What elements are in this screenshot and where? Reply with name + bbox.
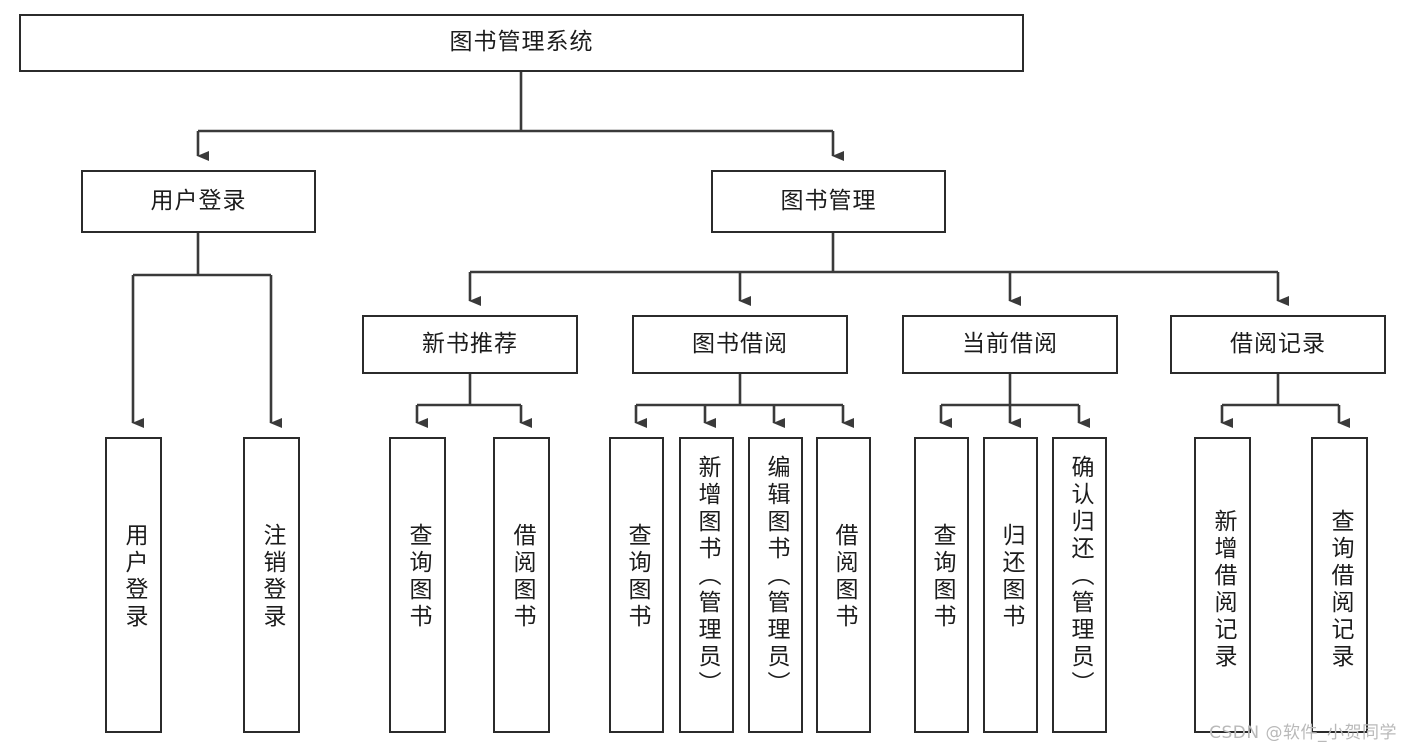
node-leaf-borrow-book-2[interactable]: 借阅图书 (816, 437, 871, 733)
node-borrow-record-label: 借阅记录 (1230, 330, 1326, 357)
node-leaf-borrow-book-1[interactable]: 借阅图书 (493, 437, 550, 733)
node-user-login[interactable]: 用户登录 (81, 170, 316, 233)
node-leaf-query-borrow-record[interactable]: 查询借阅记录 (1311, 437, 1368, 733)
node-book-borrow-label: 图书借阅 (692, 330, 788, 357)
node-book-management[interactable]: 图书管理 (711, 170, 946, 233)
node-leaf-query-book-1-label: 查询图书 (405, 523, 431, 631)
node-leaf-add-borrow-record[interactable]: 新增借阅记录 (1194, 437, 1251, 733)
node-leaf-borrow-book-1-label: 借阅图书 (509, 523, 535, 631)
node-leaf-query-book-3-label: 查询图书 (929, 523, 955, 631)
node-leaf-query-book-2-label: 查询图书 (624, 523, 650, 631)
csdn-watermark: CSDN @软件_小贺同学 (1209, 723, 1397, 743)
node-new-book-recommend[interactable]: 新书推荐 (362, 315, 578, 374)
node-leaf-add-book-admin[interactable]: 新增图书（管理员） (679, 437, 734, 733)
node-leaf-return-book[interactable]: 归还图书 (983, 437, 1038, 733)
node-leaf-logout-login-label: 注销登录 (259, 523, 285, 631)
node-leaf-logout-login[interactable]: 注销登录 (243, 437, 300, 733)
node-leaf-query-book-1[interactable]: 查询图书 (389, 437, 446, 733)
node-leaf-query-book-3[interactable]: 查询图书 (914, 437, 969, 733)
node-new-book-recommend-label: 新书推荐 (422, 330, 518, 357)
node-user-login-label: 用户登录 (150, 187, 247, 214)
node-leaf-confirm-return-admin[interactable]: 确认归还（管理员） (1052, 437, 1107, 733)
node-root-label: 图书管理系统 (449, 29, 594, 56)
node-book-borrow[interactable]: 图书借阅 (632, 315, 848, 374)
node-leaf-user-login[interactable]: 用户登录 (105, 437, 162, 733)
node-leaf-confirm-return-admin-label: 确认归还（管理员） (1067, 455, 1093, 698)
node-leaf-return-book-label: 归还图书 (998, 523, 1024, 631)
node-leaf-query-book-2[interactable]: 查询图书 (609, 437, 664, 733)
node-leaf-query-borrow-record-label: 查询借阅记录 (1327, 509, 1353, 671)
node-leaf-edit-book-admin[interactable]: 编辑图书（管理员） (748, 437, 803, 733)
node-leaf-add-borrow-record-label: 新增借阅记录 (1210, 509, 1236, 671)
node-leaf-borrow-book-2-label: 借阅图书 (831, 523, 857, 631)
node-leaf-edit-book-admin-label: 编辑图书（管理员） (763, 455, 789, 698)
node-leaf-user-login-label: 用户登录 (121, 523, 147, 631)
node-current-borrow[interactable]: 当前借阅 (902, 315, 1118, 374)
node-root[interactable]: 图书管理系统 (19, 14, 1024, 72)
node-book-management-label: 图书管理 (780, 187, 877, 214)
node-current-borrow-label: 当前借阅 (962, 330, 1058, 357)
node-borrow-record[interactable]: 借阅记录 (1170, 315, 1386, 374)
node-leaf-add-book-admin-label: 新增图书（管理员） (694, 455, 720, 698)
